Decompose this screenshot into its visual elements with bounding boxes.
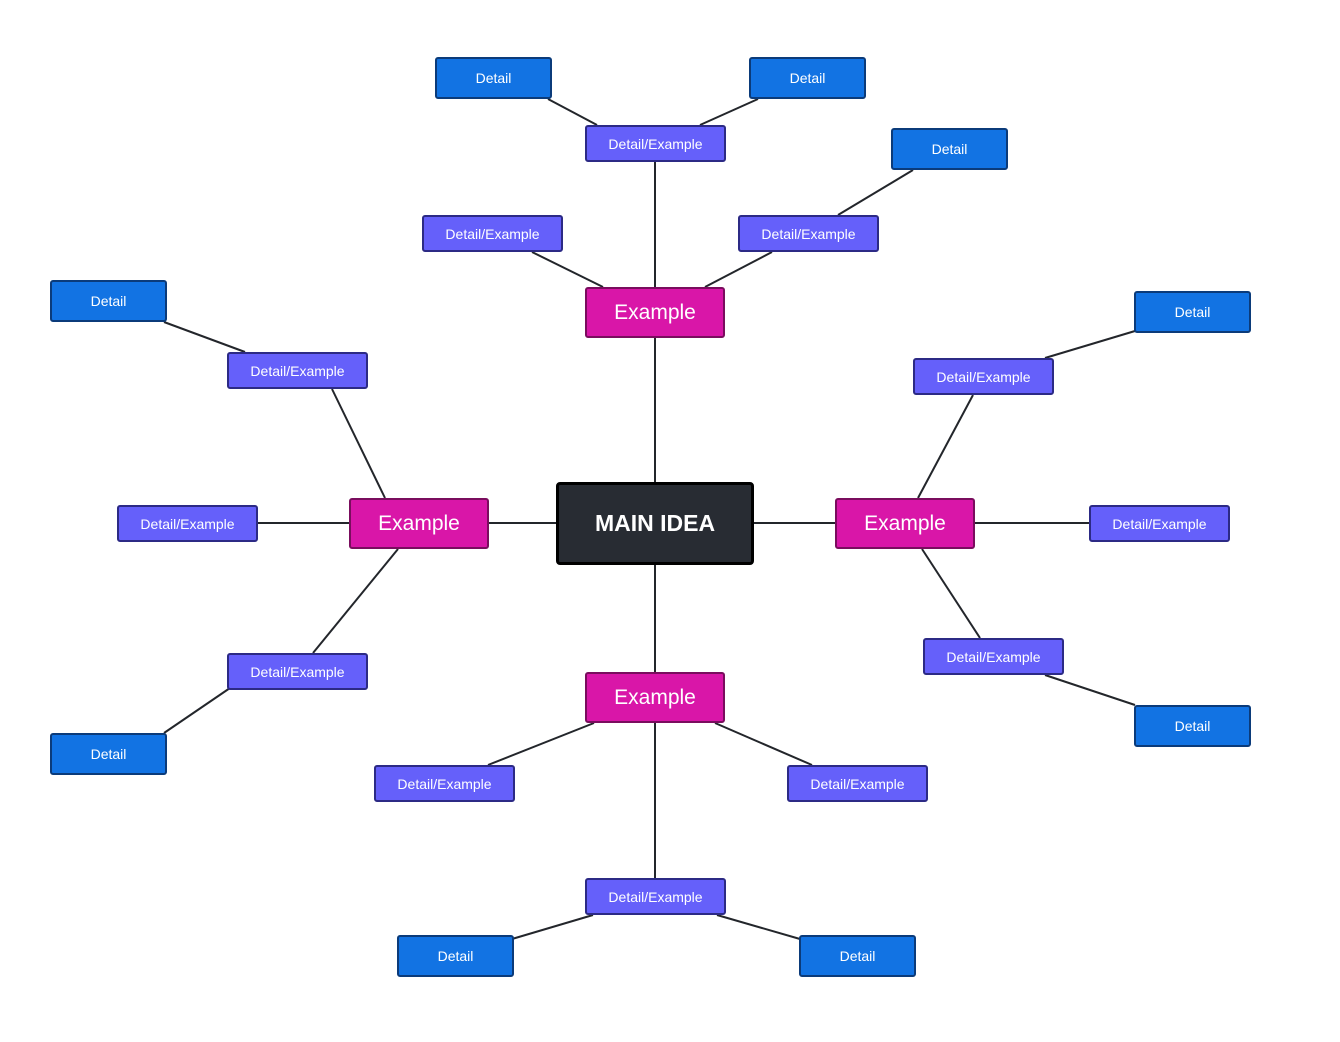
detail-example-node[interactable]: Detail/Example	[374, 765, 515, 802]
detail-example-label: Detail/Example	[250, 362, 345, 379]
detail-example-node[interactable]: Detail/Example	[227, 352, 368, 389]
detail-node[interactable]: Detail	[799, 935, 916, 977]
connector	[547, 98, 598, 126]
connector	[531, 251, 604, 288]
detail-example-node[interactable]: Detail/Example	[787, 765, 928, 802]
connector	[699, 98, 759, 126]
detail-label: Detail	[789, 70, 826, 86]
detail-example-label: Detail/Example	[761, 225, 856, 242]
connector	[714, 722, 813, 766]
detail-example-label: Detail/Example	[608, 135, 703, 152]
connector	[921, 548, 981, 639]
connector	[837, 169, 914, 216]
connector	[163, 687, 231, 734]
detail-example-node[interactable]: Detail/Example	[422, 215, 563, 252]
connector	[704, 251, 773, 288]
detail-node[interactable]: Detail	[50, 280, 167, 322]
detail-label: Detail	[475, 70, 512, 86]
detail-label: Detail	[1174, 304, 1211, 320]
connector	[312, 548, 399, 654]
example-node-bottom[interactable]: Example	[585, 672, 725, 723]
detail-example-node[interactable]: Detail/Example	[585, 125, 726, 162]
detail-example-node[interactable]: Detail/Example	[117, 505, 258, 542]
detail-label: Detail	[839, 948, 876, 964]
detail-node[interactable]: Detail	[50, 733, 167, 775]
connector	[1044, 330, 1136, 359]
example-node-left[interactable]: Example	[349, 498, 489, 549]
example-label: Example	[378, 511, 460, 535]
detail-example-node[interactable]: Detail/Example	[585, 878, 726, 915]
connector	[716, 914, 801, 940]
detail-node[interactable]: Detail	[435, 57, 552, 99]
detail-label: Detail	[931, 141, 968, 157]
connector	[487, 722, 595, 766]
connector	[917, 394, 974, 499]
detail-example-label: Detail/Example	[445, 225, 540, 242]
detail-label: Detail	[90, 746, 127, 762]
detail-node[interactable]: Detail	[397, 935, 514, 977]
detail-node[interactable]: Detail	[1134, 705, 1251, 747]
detail-example-label: Detail/Example	[608, 888, 703, 905]
detail-node[interactable]: Detail	[749, 57, 866, 99]
detail-example-node[interactable]: Detail/Example	[1089, 505, 1230, 542]
main-idea-node[interactable]: MAIN IDEA	[556, 482, 754, 565]
connector	[511, 914, 594, 940]
detail-label: Detail	[437, 948, 474, 964]
example-node-top[interactable]: Example	[585, 287, 725, 338]
detail-example-node[interactable]: Detail/Example	[923, 638, 1064, 675]
connector	[331, 388, 386, 499]
detail-example-label: Detail/Example	[397, 775, 492, 792]
detail-example-label: Detail/Example	[946, 648, 1041, 665]
detail-example-label: Detail/Example	[810, 775, 905, 792]
detail-example-node[interactable]: Detail/Example	[227, 653, 368, 690]
detail-example-label: Detail/Example	[936, 368, 1031, 385]
example-label: Example	[864, 511, 946, 535]
detail-node[interactable]: Detail	[1134, 291, 1251, 333]
example-node-right[interactable]: Example	[835, 498, 975, 549]
connector	[1044, 674, 1136, 706]
detail-example-node[interactable]: Detail/Example	[738, 215, 879, 252]
detail-node[interactable]: Detail	[891, 128, 1008, 170]
connector	[163, 321, 246, 353]
detail-example-label: Detail/Example	[250, 663, 345, 680]
main-idea-label: MAIN IDEA	[594, 510, 716, 536]
example-label: Example	[614, 300, 696, 324]
detail-label: Detail	[90, 293, 127, 309]
detail-label: Detail	[1174, 718, 1211, 734]
detail-example-label: Detail/Example	[140, 515, 235, 532]
detail-example-label: Detail/Example	[1112, 515, 1207, 532]
example-label: Example	[614, 685, 696, 709]
detail-example-node[interactable]: Detail/Example	[913, 358, 1054, 395]
